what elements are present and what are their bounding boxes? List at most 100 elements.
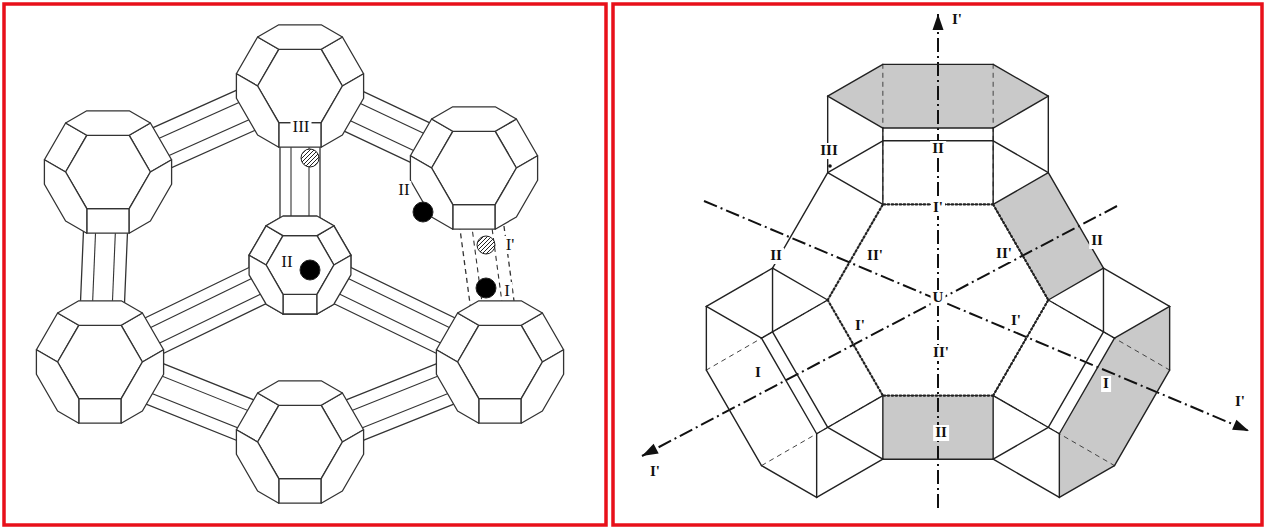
site-label-holder: II' bbox=[931, 343, 951, 361]
cage-face bbox=[79, 399, 121, 424]
site-label: I bbox=[502, 282, 512, 300]
cage-edge bbox=[762, 466, 817, 498]
site-label: II bbox=[933, 425, 949, 441]
hidden-edge bbox=[828, 300, 883, 396]
cage-face bbox=[279, 479, 321, 504]
hidden-edge bbox=[993, 300, 1048, 396]
filled-cation bbox=[300, 260, 320, 280]
site-label: II' bbox=[994, 246, 1014, 262]
cage-face bbox=[521, 350, 563, 423]
cage-face bbox=[283, 294, 317, 314]
site-label-holder: I' bbox=[950, 10, 964, 28]
dotted-edge bbox=[828, 300, 883, 396]
cage-face bbox=[87, 209, 129, 234]
cage-edge bbox=[1048, 268, 1103, 300]
dotted-edge bbox=[883, 394, 993, 396]
site-label-holder: I bbox=[753, 363, 763, 381]
cage-face bbox=[58, 301, 143, 326]
cage-edge bbox=[883, 127, 993, 128]
cage-face bbox=[249, 255, 283, 314]
site-label-holder: I bbox=[502, 282, 512, 300]
cage-edge bbox=[817, 459, 883, 497]
site-label: III bbox=[291, 118, 312, 136]
cage-edge bbox=[1169, 306, 1170, 370]
cage-edge bbox=[1048, 332, 1103, 428]
site-label-holder: I' bbox=[504, 236, 517, 254]
filled-cation bbox=[476, 278, 496, 298]
cage-edge bbox=[1048, 96, 1049, 172]
site-label: II bbox=[768, 248, 784, 264]
site-label: III bbox=[818, 143, 840, 159]
cage-face bbox=[283, 294, 317, 314]
axis-arrowhead bbox=[933, 14, 944, 30]
cage-face bbox=[436, 350, 478, 423]
cage-face bbox=[236, 74, 278, 147]
site-label-holder: II bbox=[930, 139, 946, 157]
cage-edge bbox=[1059, 466, 1114, 498]
cage-face bbox=[66, 111, 151, 136]
site-label-holder: I' bbox=[931, 198, 945, 216]
sodalite-cage bbox=[236, 25, 363, 147]
cage-edge bbox=[882, 128, 883, 204]
site-label: II bbox=[930, 141, 946, 157]
site-label-holder: I' bbox=[648, 462, 662, 480]
cage-edge bbox=[993, 96, 1048, 128]
faujasite-framework bbox=[36, 25, 563, 503]
cage-face bbox=[44, 160, 86, 233]
site-label: II bbox=[396, 181, 411, 199]
sodalite-cage bbox=[642, 14, 1249, 508]
site-label-holder: II' bbox=[865, 246, 885, 264]
site-label: I' bbox=[950, 12, 964, 28]
cage-edge bbox=[882, 396, 883, 460]
site-label: II' bbox=[865, 248, 885, 264]
site-label-holder: II bbox=[933, 423, 949, 441]
sodalite-cage bbox=[249, 216, 351, 314]
shaded-face bbox=[993, 173, 1103, 300]
cage-edge bbox=[993, 141, 1048, 173]
site-label-holder: U bbox=[931, 288, 946, 306]
site-label-holder: II bbox=[768, 246, 784, 264]
axis-line bbox=[642, 206, 1117, 456]
cage-face bbox=[129, 160, 171, 233]
cage-edge bbox=[827, 96, 828, 172]
cage-face bbox=[432, 107, 517, 132]
sodalite-cage bbox=[249, 216, 351, 314]
cage-edge bbox=[993, 459, 1059, 497]
sodalite-cage bbox=[44, 111, 171, 233]
cage-edge bbox=[828, 173, 883, 205]
cage-edge bbox=[993, 427, 1048, 459]
cage-face bbox=[258, 381, 343, 406]
cage-face bbox=[121, 350, 163, 423]
site-label: I' bbox=[1233, 394, 1247, 410]
sodalite-cage bbox=[436, 301, 563, 423]
cage-edge bbox=[772, 268, 773, 332]
dotted-edge bbox=[993, 300, 1048, 396]
sodalite-cage bbox=[36, 301, 163, 423]
cage-edge bbox=[1059, 338, 1114, 434]
dotted-edge bbox=[993, 204, 1048, 300]
site-label: II bbox=[1089, 233, 1105, 249]
site-dot bbox=[828, 164, 832, 168]
panel-frame bbox=[613, 4, 1262, 525]
cage-edge bbox=[706, 370, 761, 466]
site-label-holder: II bbox=[1089, 231, 1105, 249]
panel-frame bbox=[4, 4, 606, 525]
cage-face bbox=[36, 350, 78, 423]
cage-edge bbox=[992, 396, 993, 460]
cage-edge bbox=[816, 434, 817, 498]
site-label-holder: II bbox=[396, 181, 411, 199]
site-label: I bbox=[753, 365, 763, 381]
cage-edge bbox=[1114, 306, 1169, 338]
cage-face bbox=[458, 301, 543, 326]
symmetry-axes bbox=[642, 14, 1249, 508]
cage-edge bbox=[773, 332, 828, 428]
site-label: I bbox=[1101, 376, 1111, 392]
site-label-holder: III bbox=[291, 118, 312, 136]
cage-face bbox=[321, 74, 363, 147]
site-label-holder: I' bbox=[1233, 392, 1247, 410]
site-label-holder: II bbox=[279, 253, 294, 271]
site-label-holder: I' bbox=[853, 316, 867, 334]
cage-edge bbox=[1103, 268, 1169, 306]
